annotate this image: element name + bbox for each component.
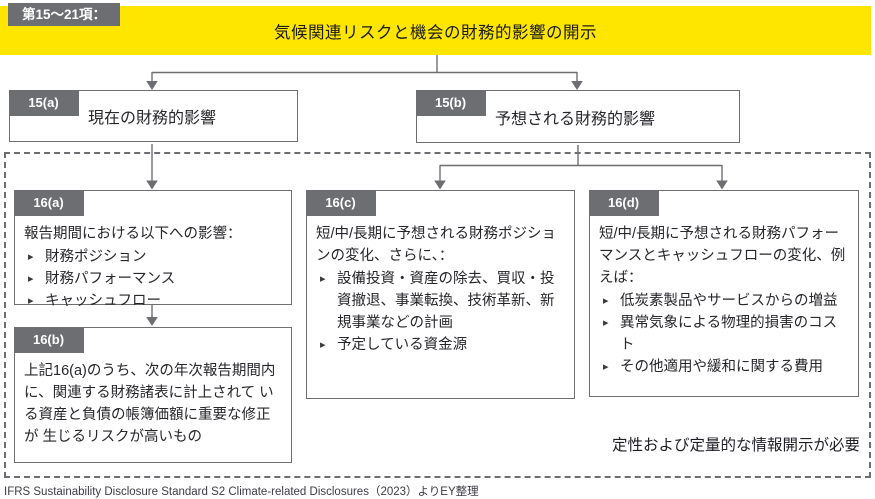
banner-title: 気候関連リスクと機会の財務的影響の開示	[274, 23, 597, 42]
title-banner: 気候関連リスクと機会の財務的影響の開示	[0, 6, 871, 55]
bullet-triangle-icon: ▸	[603, 361, 609, 374]
box-15b-label: 予想される財務的影響	[495, 110, 656, 128]
box-16a-bullets: ▸ 財務ポジション ▸ 財務パフォーマンス ▸ キャッシュフロー	[24, 246, 284, 312]
bullet-item: ▸ 異常気象による物理的損害のコスト	[599, 312, 851, 356]
bullet-item: ▸ その他適用や緩和に関する費用	[599, 356, 851, 378]
box-16c-bullets: ▸ 設備投資・資産の除去、買収・投資撤退、事業転換、技術革新、新規事業などの計画…	[316, 268, 567, 356]
bullet-triangle-icon: ▸	[28, 295, 34, 308]
bullet-triangle-icon: ▸	[603, 295, 609, 308]
note-text: 定性および定量的な情報開示が必要	[611, 437, 860, 454]
bullet-text: その他適用や緩和に関する費用	[620, 359, 823, 376]
source-citation: IFRS Sustainability Disclosure Standard …	[4, 486, 479, 498]
box-15b-tag: 15(b)	[415, 89, 486, 116]
box-15b: 15(b) 予想される財務的影響	[415, 89, 740, 143]
bullet-text: 予定している資金源	[337, 337, 468, 354]
bullet-item: ▸ 予定している資金源	[316, 334, 567, 356]
bullet-text: 財務ポジション	[45, 249, 147, 266]
box-16c-lead: 短/中/長期に予想される財務ポジションの変化、さらに、：	[316, 226, 557, 265]
bullet-text: 財務パフォーマンス	[45, 271, 176, 288]
box-16a: 16(a) 報告期間における以下への影響： ▸ 財務ポジション ▸ 財務パフォー…	[13, 189, 292, 309]
box-16d-bullets: ▸ 低炭素製品やサービスからの増益 ▸ 異常気象による物理的損害のコスト ▸ そ…	[599, 290, 851, 378]
bullet-text: 設備投資・資産の除去、買収・投資撤退、事業転換、技術革新、新規事業などの計画	[337, 271, 555, 332]
box-16c-tag: 16(c)	[305, 189, 376, 216]
box-16d: 16(d) 短/中/長期に予想される財務パフォーマンスとキャッシュフローの変化、…	[588, 189, 859, 397]
bullet-triangle-icon: ▸	[320, 339, 326, 352]
box-16b-tag: 16(b)	[13, 326, 84, 353]
box-15a-tag: 15(a)	[8, 89, 79, 116]
bullet-text: 低炭素製品やサービスからの増益	[620, 293, 838, 310]
bullet-triangle-icon: ▸	[28, 273, 34, 286]
box-16b: 16(b) 上記16(a)のうち、次の年次報告期間内に、関連する財務諸表に計上さ…	[13, 326, 292, 463]
box-15a: 15(a) 現在の財務的影響	[8, 89, 298, 142]
bullet-item: ▸ キャッシュフロー	[24, 290, 284, 312]
bullet-triangle-icon: ▸	[320, 273, 326, 286]
box-16c: 16(c) 短/中/長期に予想される財務ポジションの変化、さらに、： ▸ 設備投…	[305, 189, 575, 399]
clause-range-label: 第15〜21項：	[8, 3, 121, 26]
bullet-item: ▸ 財務ポジション	[24, 246, 284, 268]
box-16d-tag: 16(d)	[588, 189, 659, 216]
box-16a-tag: 16(a)	[13, 189, 84, 216]
box-16d-lead: 短/中/長期に予想される財務パフォーマンスとキャッシュフローの変化、例えば：	[599, 226, 846, 287]
bullet-triangle-icon: ▸	[603, 317, 609, 330]
bullet-triangle-icon: ▸	[28, 251, 34, 264]
bullet-text: キャッシュフロー	[45, 293, 161, 310]
bullet-item: ▸ 財務パフォーマンス	[24, 268, 284, 290]
box-16b-body: 上記16(a)のうち、次の年次報告期間内に、関連する財務諸表に計上されて いる資…	[24, 363, 276, 446]
box-16a-lead: 報告期間における以下への影響：	[24, 226, 242, 242]
bullet-item: ▸ 低炭素製品やサービスからの増益	[599, 290, 851, 312]
bullet-item: ▸ 設備投資・資産の除去、買収・投資撤退、事業転換、技術革新、新規事業などの計画	[316, 268, 567, 334]
box-15a-label: 現在の財務的影響	[88, 110, 217, 127]
detail-section-border	[4, 152, 871, 478]
bullet-text: 異常気象による物理的損害のコスト	[620, 315, 838, 354]
